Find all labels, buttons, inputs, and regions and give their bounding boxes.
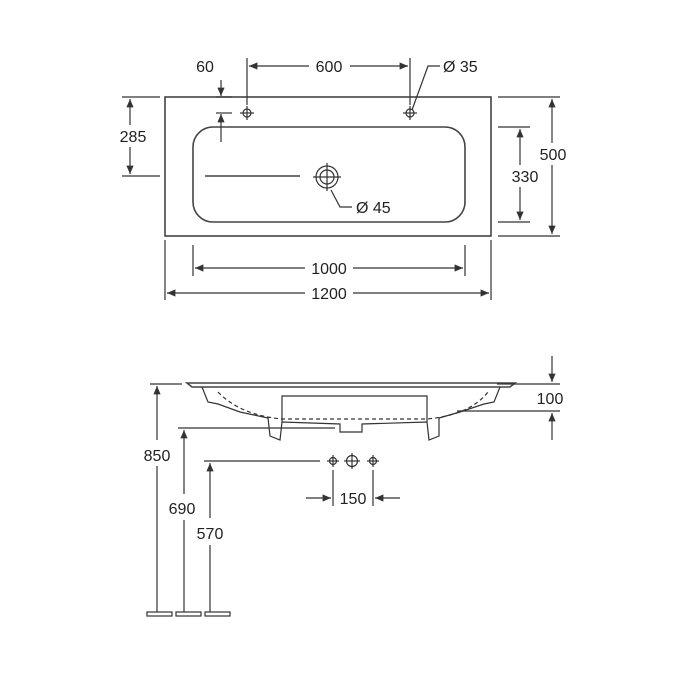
dim-height-total: 850 xyxy=(144,448,171,465)
rim xyxy=(184,382,518,388)
dim-drain: Ø 45 xyxy=(356,200,391,217)
tap-hole-left xyxy=(240,106,254,120)
dim-width-total: 1200 xyxy=(311,286,347,303)
side-view: 100 850 690 570 150 xyxy=(144,356,564,617)
floor-marks xyxy=(146,611,231,617)
dim-tap-hole: Ø 35 xyxy=(443,59,478,76)
dim-supply-spacing: 150 xyxy=(340,491,367,508)
dim-depth-total: 500 xyxy=(540,147,567,164)
bowl-section xyxy=(281,395,428,422)
basin-outline-top xyxy=(164,96,492,237)
basin-body xyxy=(201,386,501,441)
drain-hole xyxy=(313,163,341,191)
top-view: 600 60 Ø 35 285 500 330 Ø 45 1000 1200 xyxy=(120,58,567,303)
bowl-hidden-line xyxy=(217,391,489,420)
dim-height-drain: 690 xyxy=(169,501,196,518)
dim-tap-offset: 60 xyxy=(196,59,214,76)
dim-basin-width: 1000 xyxy=(311,261,347,278)
tap-hole-right xyxy=(403,106,417,120)
dim-height-supply: 570 xyxy=(197,526,224,543)
bowl-outline xyxy=(192,126,466,223)
dim-height-rim: 100 xyxy=(537,391,564,408)
supply-connections xyxy=(327,453,379,469)
dim-basin-depth: 330 xyxy=(512,169,539,186)
dim-tap-spacing: 600 xyxy=(316,59,343,76)
dim-tap-depth: 285 xyxy=(120,129,147,146)
